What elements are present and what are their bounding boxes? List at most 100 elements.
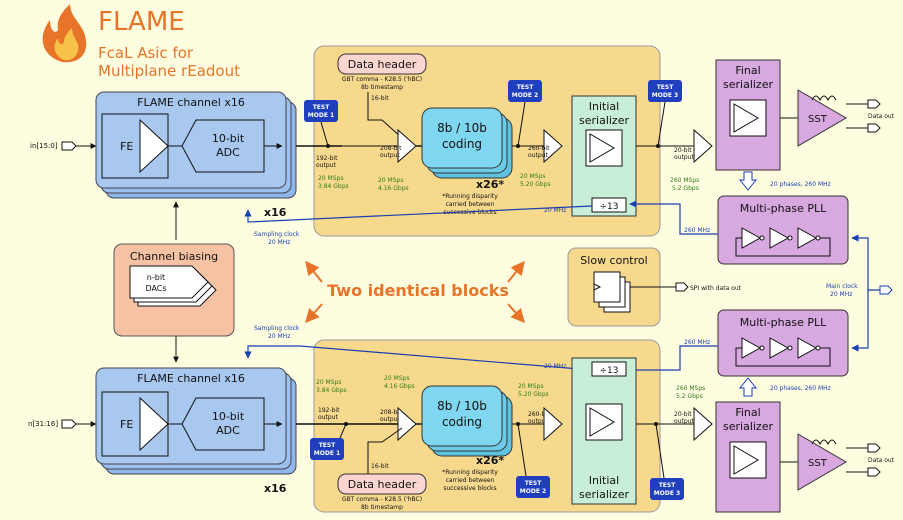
bottom-test-mode-3-line1: TEST [659,482,677,489]
bottom-x26: x26* [476,454,504,467]
two-identical-blocks: Two identical blocks [327,281,509,300]
bottom-sampling-1: Sampling clock [254,325,300,332]
top-serializer-arrow [693,128,713,164]
dacs-block [129,265,209,299]
top-coding-label-1: 8b / 10b [437,121,487,135]
bottom-note-2: carried between [446,477,495,484]
bottom-out192-1: 192-bit [318,407,340,414]
top-coding-label-2: coding [442,137,482,151]
bottom-out192-2: output [318,414,338,421]
top-rate3-1: 20 MSps [520,173,545,180]
slow-control-registers [593,271,621,303]
bottom-block: Multi-phase PLL 20 phases, 260 MHz 260 M… [28,309,895,513]
top-merge-arrow [397,128,417,164]
top-test-mode-1 [304,100,338,122]
bottom-input-port [61,419,77,429]
bottom-rate1-1: 20 MSps [316,379,341,386]
bottom-out208-2: output [380,416,400,423]
bottom-16bit: 16-bit [371,463,389,470]
logo-subtitle-2: Multiplane rEadout [98,62,240,80]
bottom-out208-1: 208-bit [380,409,402,416]
bottom-note-3: successive blocks [443,485,496,492]
bottom-note-1: *Running disparity [442,469,498,476]
logo-subtitle-1: FcaL Asic for [98,44,194,62]
spi-label: SPI with data out [690,285,742,292]
top-out192-2: output [316,162,336,169]
bottom-out20-2: output [674,418,694,425]
top-test-mode-2 [508,80,542,102]
top-note-1: *Running disparity [442,193,498,200]
top-adc-label-2: ADC [216,146,240,159]
bottom-rate4-1: 260 MSps [676,385,705,392]
top-out260-2: output [528,152,548,159]
bottom-div13 [591,361,627,377]
top-data-header-line1: GBT comma - K28.5 ('hBC) [342,76,422,83]
top-clk260: 260 MHz [684,227,710,234]
bottom-out20-1: 20-bit [674,411,692,418]
bottom-test-mode-1-line1: TEST [319,442,337,449]
bottom-rate2-2: 4.16 Gbps [384,383,415,390]
bottom-test-mode-3-line2: MODE 3 [654,490,680,497]
top-out20-1: 20-bit [674,147,692,154]
top-phases: 20 phases, 260 MHz [770,181,831,188]
top-x16: x16 [264,206,287,219]
bottom-rate3-1: 20 MSps [518,383,543,390]
top-div13-label: ÷13 [600,202,619,212]
top-pll [717,195,849,265]
top-note-2: carried between [446,201,495,208]
bottom-coding-block [421,385,503,447]
bottom-phases: 20 phases, 260 MHz [770,385,831,392]
bottom-final-serializer-label-1: Final [735,406,760,419]
bottom-adc-label-2: ADC [216,424,240,437]
top-coding-block [421,107,503,169]
bottom-div13-label: ÷13 [600,366,619,376]
bottom-test-mode-2 [516,476,550,498]
bottom-clk20: 20 MHz [544,363,566,370]
bottom-input-label: n[31:16] [28,420,58,428]
top-rate2-1: 20 MSps [378,177,403,184]
bottom-data-header-title: Data header [348,478,417,491]
top-rate4-1: 260 MSps [670,177,699,184]
top-input-label: in[15:0] [30,142,58,150]
top-out192-1: 192-bit [316,155,338,162]
bottom-x16: x16 [264,482,287,495]
bottom-out260-2: output [528,418,548,425]
bottom-test-mode-1-line2: MODE 1 [314,450,340,457]
bottom-final-serializer-label-2: serializer [723,420,773,433]
top-fe-label: FE [120,140,133,153]
top-sampling-1: Sampling clock [254,231,300,238]
bottom-pll [717,309,849,377]
top-test-mode-3-line1: TEST [657,84,675,91]
top-test-mode-3-line2: MODE 3 [652,92,678,99]
bottom-initial-serializer-label-1: Initial [589,474,619,487]
top-note-3: successive blocks [443,209,496,216]
bottom-channel-title: FLAME channel x16 [137,372,245,385]
top-data-header-line2: 8b timestamp [361,84,403,91]
bottom-sst-label: SST [808,458,828,469]
top-test-mode-3 [648,80,682,102]
top-16bit: 16-bit [371,95,389,102]
top-data-out: Data out [868,113,895,120]
bottom-ring-oscillator [735,337,831,367]
top-initial-serializer-label-1: Initial [589,100,619,113]
top-input-port [61,141,77,151]
bottom-rate4-2: 5.2 Gbps [676,393,703,400]
bottom-sst-driver [797,433,847,491]
bottom-out260-1: 260-bit [528,411,550,418]
top-test-mode-2-line2: MODE 2 [512,92,538,99]
bottom-test-mode-2-line1: TEST [525,480,543,487]
channel-biasing-title: Channel biasing [130,250,218,263]
top-rate3-2: 5.20 Gbps [520,181,551,188]
bottom-coding-label-2: coding [442,415,482,429]
bottom-data-out: Data out [868,457,895,464]
dacs-label-1: n-bit [147,273,165,282]
slow-control-title: Slow control [580,254,647,267]
bottom-data-header-line2: 8b timestamp [361,504,403,511]
top-rate2-2: 4.16 Gbps [378,185,409,192]
top-out20-2: output [674,154,694,161]
top-initial-serializer-label-2: serializer [579,114,629,127]
bottom-serializer-arrow [693,406,713,442]
bottom-test-mode-2-line2: MODE 2 [520,488,546,495]
bottom-data-header [337,473,427,495]
